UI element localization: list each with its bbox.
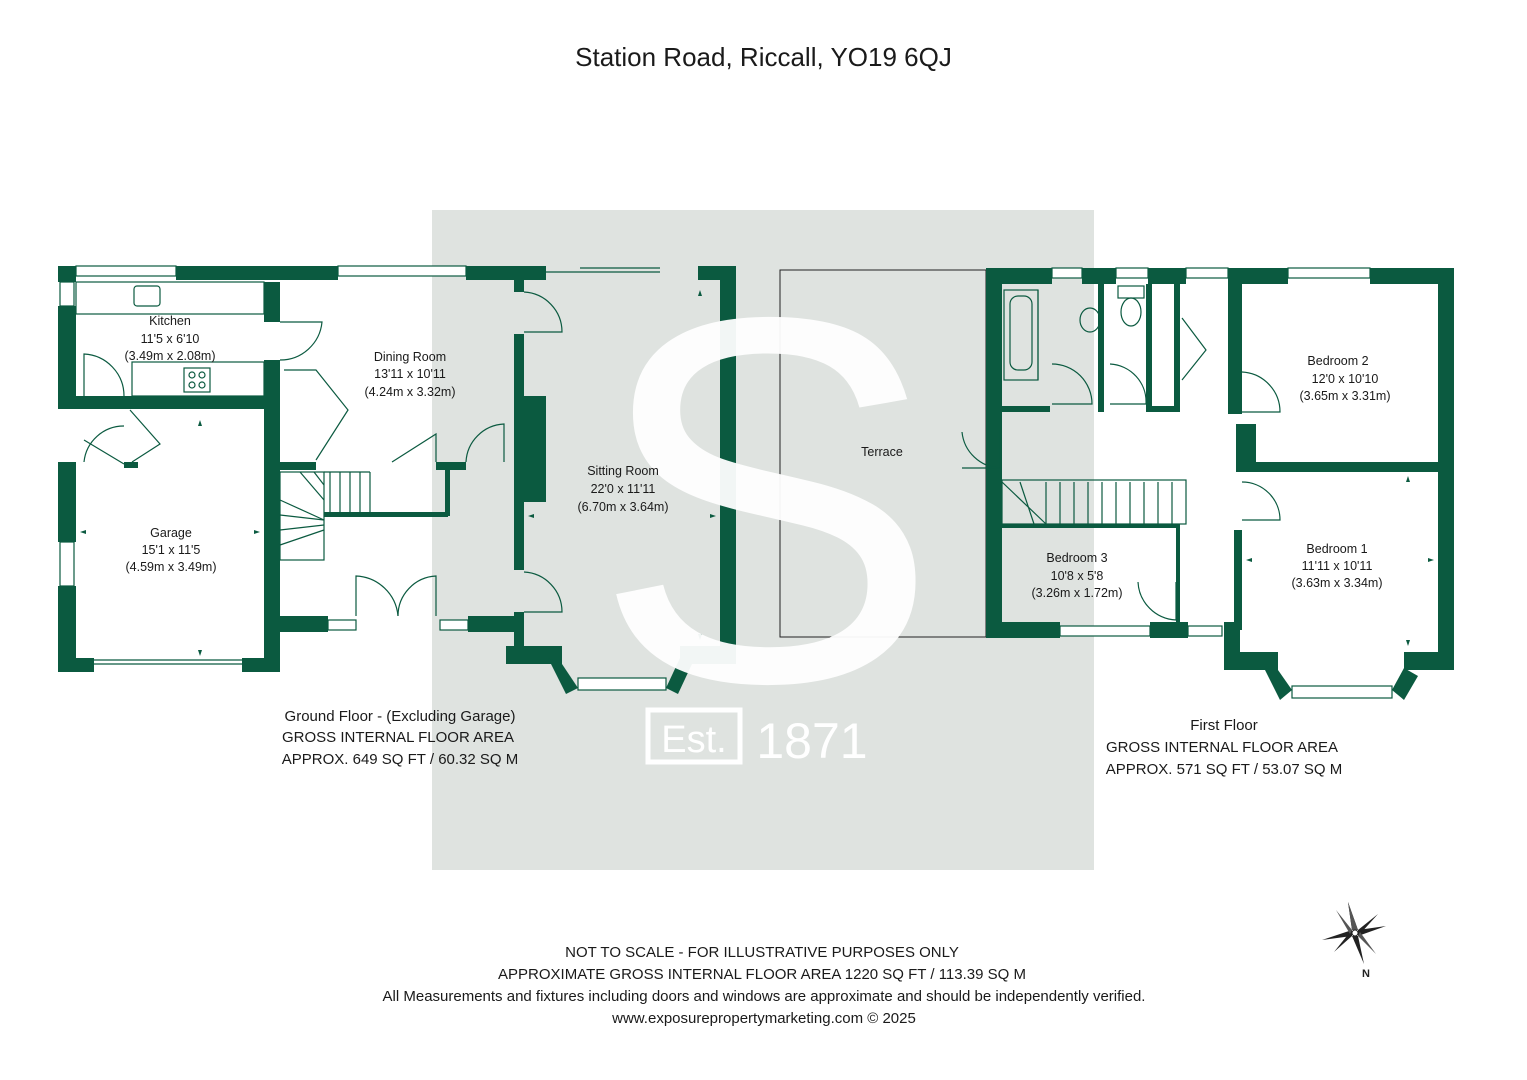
room-terrace-name: Terrace [861,445,903,459]
room-bedroom1-name: Bedroom 1 [1306,542,1367,556]
compass-north-label: N [1362,968,1370,980]
footer-line-3: All Measurements and fixtures including … [383,988,1146,1005]
footer-line-1: NOT TO SCALE - FOR ILLUSTRATIVE PURPOSES… [565,944,959,961]
first-floor-caption: First Floor [1190,717,1258,734]
room-dining-name: Dining Room [374,350,446,364]
room-dining-imperial: 13'11 x 10'11 [374,367,446,381]
room-garage-name: Garage [150,526,192,540]
room-bedroom3-metric: (3.26m x 1.72m) [1031,586,1122,600]
footer-line-4: www.exposurepropertymarketing.com © 2025 [611,1010,916,1027]
compass-icon [1322,902,1386,964]
ground-floor-gia-label: GROSS INTERNAL FLOOR AREA [282,729,514,746]
room-garage-imperial: 15'1 x 11'5 [142,543,201,557]
room-dining-metric: (4.24m x 3.32m) [364,385,455,399]
room-bedroom2-name: Bedroom 2 [1307,354,1368,368]
room-bedroom3-imperial: 10'8 x 5'8 [1051,569,1104,583]
watermark-year: 1871 [756,713,867,769]
room-bedroom2-imperial: 12'0 x 10'10 [1312,372,1379,386]
ground-floor-caption: Ground Floor - (Excluding Garage) [285,708,516,725]
room-sitting-metric: (6.70m x 3.64m) [577,500,668,514]
footer-line-2: APPROXIMATE GROSS INTERNAL FLOOR AREA 12… [498,966,1026,983]
ground-floor-plan [58,265,736,694]
watermark-est: Est. [661,719,726,761]
watermark-letter: S [593,210,940,791]
first-floor-gia-label: GROSS INTERNAL FLOOR AREA [1106,739,1338,756]
room-sitting-imperial: 22'0 x 11'11 [591,482,656,496]
room-bedroom1-metric: (3.63m x 3.34m) [1291,576,1382,590]
watermark-est-box [645,707,743,765]
first-floor-plan [961,267,1454,700]
room-bedroom3-name: Bedroom 3 [1046,551,1107,565]
watermark-panel [432,210,1094,870]
room-bedroom1-imperial: 11'11 x 10'11 [1302,559,1373,573]
room-bedroom2-metric: (3.65m x 3.31m) [1299,389,1390,403]
room-sitting-name: Sitting Room [587,464,659,478]
room-garage-metric: (4.59m x 3.49m) [125,560,216,574]
page-title: Station Road, Riccall, YO19 6QJ [575,42,952,72]
first-floor-gia-value: APPROX. 571 SQ FT / 53.07 SQ M [1106,761,1342,778]
room-kitchen-name: Kitchen [149,314,191,328]
ground-floor-gia-value: APPROX. 649 SQ FT / 60.32 SQ M [282,751,518,768]
room-kitchen-metric: (3.49m x 2.08m) [124,349,215,363]
room-kitchen-imperial: 11'5 x 6'10 [141,332,200,346]
